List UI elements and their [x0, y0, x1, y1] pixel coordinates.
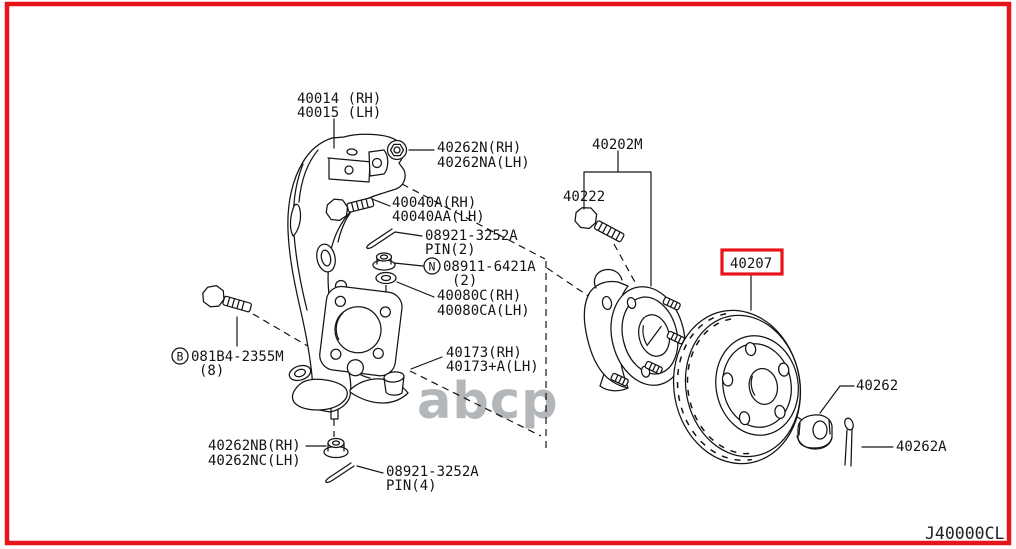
label-pin2[interactable]: 08921-3252A PIN(2)	[425, 228, 518, 258]
part-number-40173a[interactable]: 40173+A(LH)	[446, 359, 539, 375]
label-40080c[interactable]: 40080C(RH) 40080CA(LH)	[437, 288, 530, 319]
label-40202m[interactable]: 40202M	[592, 137, 643, 153]
circled-n-icon	[423, 257, 441, 275]
fixing-bolt-qty[interactable]: (8)	[199, 363, 224, 379]
part-number-40173[interactable]: 40173(RH)	[446, 345, 522, 361]
label-40262nb[interactable]: 40262NB(RH) 40262NC(LH)	[208, 438, 301, 469]
part-number-40014[interactable]: 40014 (RH)	[297, 91, 381, 107]
washer-40080c-drawing	[375, 271, 397, 285]
drawing-code: J40000CL	[925, 524, 1005, 543]
part-number-08921-pin4[interactable]: 08921-3252A	[386, 464, 479, 480]
bolt-081b4-drawing	[202, 285, 252, 313]
part-number-40262nb[interactable]: 40262NB(RH)	[208, 438, 301, 454]
circled-n-letter: N	[429, 260, 436, 274]
nut-40262n-drawing	[386, 139, 408, 161]
part-number-40262n[interactable]: 40262N(RH)	[437, 140, 521, 156]
part-number-40262nc[interactable]: 40262NC(LH)	[208, 453, 301, 469]
label-40262n[interactable]: 40262N(RH) 40262NA(LH)	[437, 140, 530, 171]
part-number-08921-pin2[interactable]: 08921-3252A	[425, 228, 518, 244]
part-number-40080c[interactable]: 40080C(RH)	[437, 288, 521, 304]
cotter-pin-4-drawing	[325, 462, 355, 484]
part-number-40262[interactable]: 40262	[856, 378, 898, 394]
bolt-40040a-drawing	[325, 197, 375, 222]
part-number-40040a[interactable]: 40040A(RH)	[392, 195, 476, 211]
part-number-40040aa[interactable]: 40040AA(LH)	[392, 209, 485, 225]
brake-rotor-drawing	[672, 309, 802, 465]
flange-nut-08911-drawing	[372, 252, 396, 271]
label-08911[interactable]: N 08911-6421A (2)	[423, 257, 536, 289]
highlight-box-40207	[720, 248, 784, 276]
flange-nut-40262nb-drawing	[323, 437, 349, 459]
red-border-frame	[4, 1, 1012, 546]
circled-b-icon	[171, 347, 189, 365]
watermark-logo: abcp	[417, 372, 559, 431]
part-number-40262na[interactable]: 40262NA(LH)	[437, 155, 530, 171]
part-number-081b4[interactable]: 081B4-2355M	[191, 349, 284, 365]
label-40014[interactable]: 40014 (RH) 40015 (LH)	[297, 91, 381, 121]
part-number-40202m[interactable]: 40202M	[592, 137, 643, 153]
part-number-40262a[interactable]: 40262A	[896, 439, 947, 455]
cotter-pin-40262a-drawing	[844, 417, 854, 467]
part-number-08911[interactable]: 08911-6421A	[443, 259, 536, 275]
label-40040a[interactable]: 40040A(RH) 40040AA(LH)	[392, 195, 485, 225]
label-081b4[interactable]: B 081B4-2355M (8)	[171, 347, 284, 379]
label-pin4[interactable]: 08921-3252A PIN(4)	[386, 464, 479, 494]
circled-b-letter: B	[177, 350, 184, 364]
label-40173[interactable]: 40173(RH) 40173+A(LH)	[446, 345, 539, 375]
label-40262[interactable]: 40262	[856, 378, 898, 394]
steering-knuckle-drawing	[287, 133, 409, 420]
part-number-40222[interactable]: 40222	[563, 189, 605, 205]
grease-cap-40173-drawing	[383, 371, 405, 396]
label-40222[interactable]: 40222	[563, 189, 605, 205]
part-number-40015[interactable]: 40015 (LH)	[297, 105, 381, 121]
part-number-40080ca[interactable]: 40080CA(LH)	[437, 303, 530, 319]
axle-nut-40262-drawing	[796, 414, 833, 450]
pin2-qty[interactable]: PIN(2)	[425, 242, 476, 258]
hub-assembly-drawing	[583, 268, 686, 392]
part-number-40207[interactable]: 40207	[730, 256, 772, 272]
label-40207-highlighted[interactable]: 40207	[720, 248, 784, 276]
bolt-40222-drawing	[574, 207, 625, 243]
leader-lines	[236, 118, 894, 474]
lock-nut-qty[interactable]: (2)	[452, 273, 477, 289]
pin4-qty[interactable]: PIN(4)	[386, 478, 437, 494]
cotter-pin-2-drawing	[366, 228, 396, 250]
label-40262a[interactable]: 40262A	[896, 439, 947, 455]
